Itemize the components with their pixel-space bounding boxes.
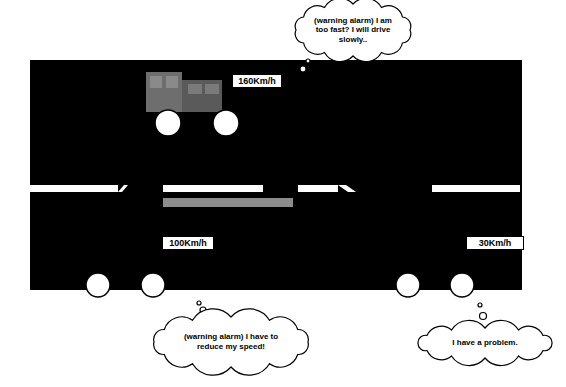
speed-text: 160Km/h bbox=[238, 76, 276, 87]
speed-label: 100Km/h bbox=[162, 236, 214, 250]
thought-cloud: (warning alarm) I am too fast? I will dr… bbox=[292, 0, 414, 60]
speed-text: 100Km/h bbox=[169, 238, 207, 249]
lane-marking bbox=[30, 185, 520, 192]
cloud-shape bbox=[154, 309, 309, 375]
speed-label: 160Km/h bbox=[232, 74, 282, 88]
thought-bubble bbox=[197, 59, 487, 320]
thought-text: (warning alarm) I have to reduce my spee… bbox=[176, 332, 286, 351]
truck bbox=[146, 72, 222, 112]
cloud-shape bbox=[418, 320, 552, 365]
thought-cloud: (warning alarm) I have to reduce my spee… bbox=[150, 313, 312, 371]
cloud-shape bbox=[295, 0, 411, 62]
road bbox=[30, 60, 522, 290]
speed-label: 30Km/h bbox=[466, 236, 524, 250]
lane-divider bbox=[163, 198, 293, 207]
thought-text: I have a problem. bbox=[452, 338, 517, 348]
speed-text: 30Km/h bbox=[479, 238, 512, 249]
thought-cloud: I have a problem. bbox=[414, 324, 556, 362]
thought-text: (warning alarm) I am too fast? I will dr… bbox=[311, 16, 395, 45]
wheel bbox=[86, 110, 474, 297]
